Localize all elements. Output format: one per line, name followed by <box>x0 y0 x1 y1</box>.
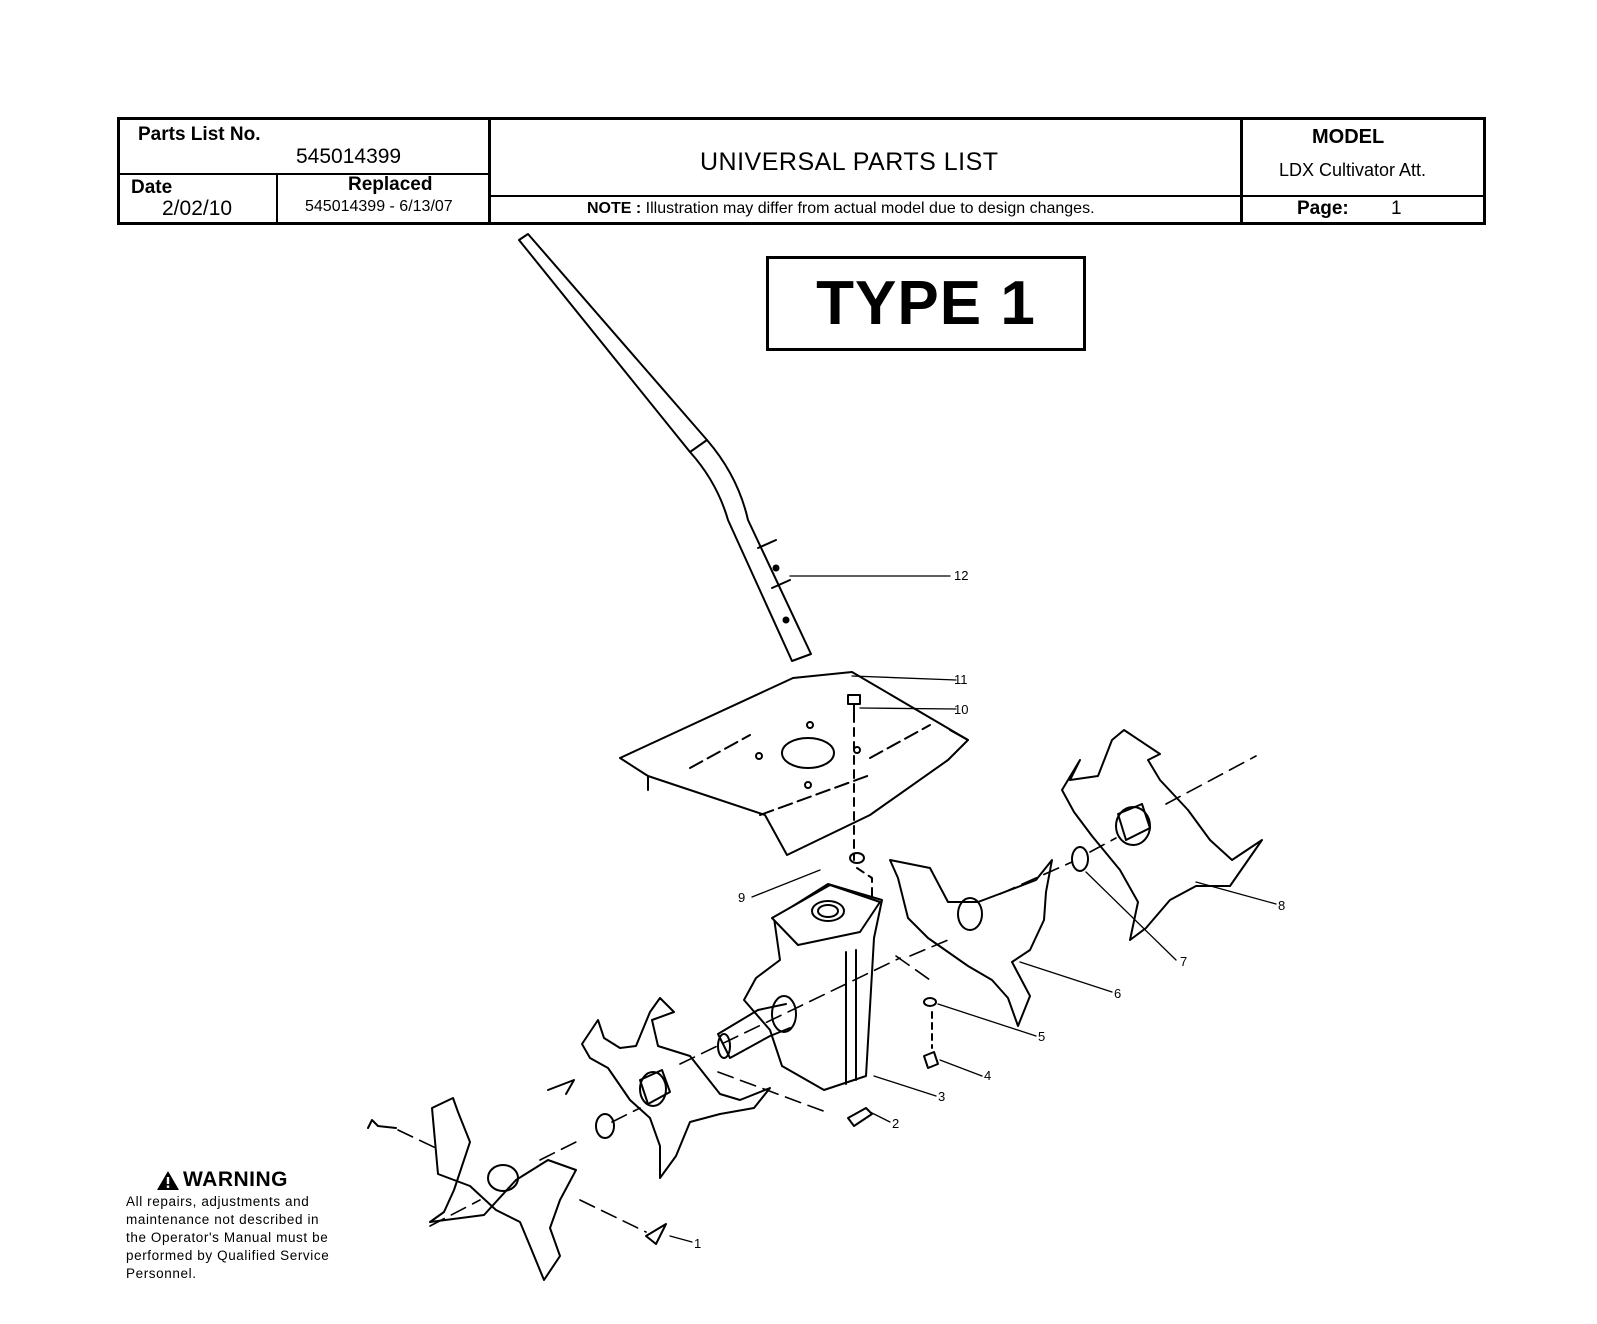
tine-left-inner <box>581 997 771 1179</box>
leader-lines <box>669 575 1277 1243</box>
callout-2: 2 <box>892 1116 899 1131</box>
warning-body: All repairs, adjustments and maintenance… <box>126 1193 386 1283</box>
page-cell: Page: 1 <box>1243 197 1483 222</box>
tine-right-inner <box>889 859 1053 1027</box>
warning-line: performed by Qualified Service <box>126 1248 330 1263</box>
shield-bolt <box>847 694 861 861</box>
tine-shield <box>619 671 969 856</box>
warning-line: Personnel. <box>126 1266 197 1281</box>
page-label: Page: <box>1297 198 1349 219</box>
warning-line: maintenance not described in <box>126 1212 320 1227</box>
note-label: NOTE : <box>587 200 642 217</box>
note-text: Illustration may differ from actual mode… <box>645 200 1095 217</box>
handle-tube <box>518 233 812 662</box>
warning-line: the Operator's Manual must be <box>126 1230 329 1245</box>
replaced-value: 545014399 - 6/13/07 <box>305 198 453 215</box>
warning-notice: WARNING All repairs, adjustments and mai… <box>126 1168 386 1283</box>
callout-4: 4 <box>984 1068 991 1083</box>
type-label: TYPE 1 <box>816 269 1036 338</box>
note-cell: NOTE : Illustration may differ from actu… <box>491 197 1243 222</box>
bolt-left <box>367 1119 397 1129</box>
model-cell: MODEL LDX Cultivator Att. <box>1243 120 1483 197</box>
callout-6: 6 <box>1114 986 1121 1001</box>
type-label-box: TYPE 1 <box>766 256 1086 351</box>
date-label: Date <box>131 177 173 198</box>
warning-title: WARNING <box>183 1168 288 1191</box>
parts-list-label: Parts List No. <box>138 124 261 145</box>
warning-line: All repairs, adjustments and <box>126 1194 310 1209</box>
callout-12: 12 <box>954 568 968 583</box>
warning-heading: WARNING <box>156 1168 386 1192</box>
page-number: 1 <box>1391 198 1402 219</box>
warning-triangle-icon <box>157 1170 179 1190</box>
callout-numbers: 1 2 3 4 5 6 7 8 9 10 11 12 <box>694 568 1285 1251</box>
callout-11: 11 <box>954 672 968 687</box>
tine-left-outer <box>429 1097 577 1281</box>
date-value: 2/02/10 <box>162 197 233 220</box>
title-cell: UNIVERSAL PARTS LIST <box>491 120 1243 197</box>
callout-5: 5 <box>1038 1029 1045 1044</box>
callout-1: 1 <box>694 1236 701 1251</box>
nut-4 <box>923 1051 939 1069</box>
washer-7 <box>1071 846 1089 872</box>
tine-right-outer <box>1061 729 1263 941</box>
callout-9: 9 <box>738 890 745 905</box>
parts-list-number: 545014399 <box>296 145 402 168</box>
date-cell: Date 2/02/10 <box>120 175 278 222</box>
clevis-pin-2 <box>847 1107 873 1127</box>
replaced-cell: Replaced 545014399 - 6/13/07 <box>278 174 491 222</box>
callout-10: 10 <box>954 702 968 717</box>
callout-7: 7 <box>1180 954 1187 969</box>
callout-3: 3 <box>938 1089 945 1104</box>
washer-left <box>595 1113 615 1139</box>
model-label: MODEL <box>1312 126 1385 148</box>
gearbox <box>717 883 883 1091</box>
replaced-label: Replaced <box>348 174 433 195</box>
callout-8: 8 <box>1278 898 1285 913</box>
hardware <box>367 846 1089 1245</box>
model-value: LDX Cultivator Att. <box>1279 160 1427 180</box>
washer-9 <box>849 852 873 929</box>
hairpin-left <box>547 1079 575 1095</box>
washer-5 <box>923 997 937 1007</box>
parts-list-cell: Parts List No. 545014399 <box>120 120 491 175</box>
header-table: Parts List No. 545014399 Date 2/02/10 Re… <box>117 117 1486 225</box>
hairpin-1 <box>645 1223 667 1245</box>
axle-centerline <box>397 755 1257 1233</box>
document-title: UNIVERSAL PARTS LIST <box>700 148 999 176</box>
